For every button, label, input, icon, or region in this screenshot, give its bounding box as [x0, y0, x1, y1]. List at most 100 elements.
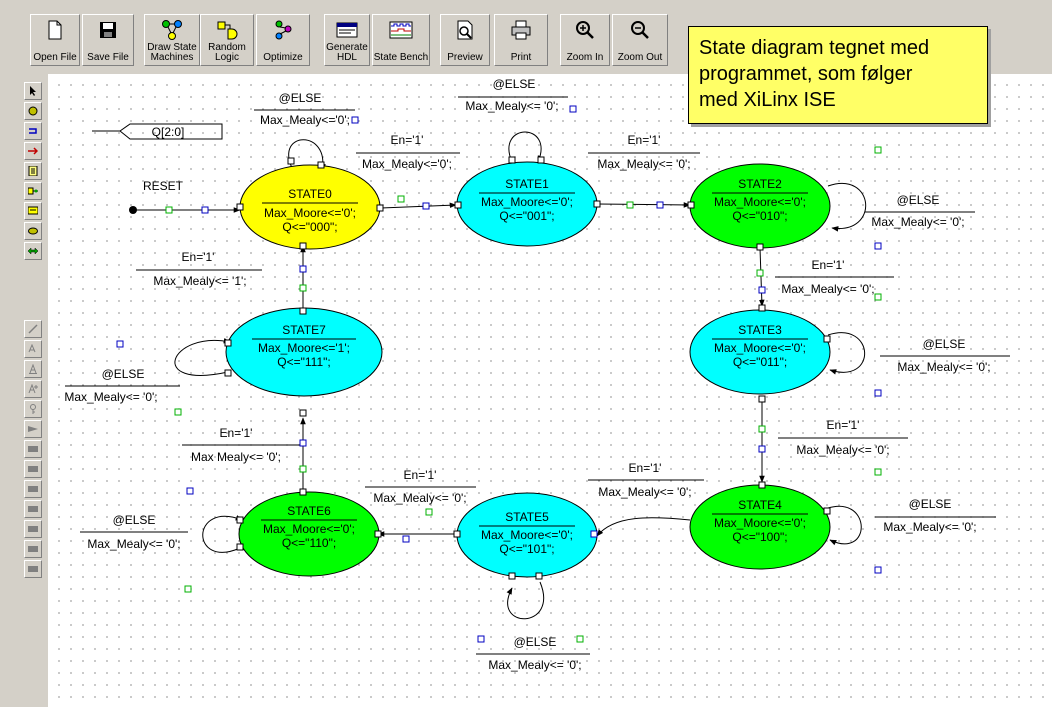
- state-6-q: Q<="110";: [282, 536, 336, 550]
- draw-state-machines-button[interactable]: Draw State Machines: [144, 14, 200, 66]
- gray-tool-3[interactable]: [24, 480, 42, 498]
- label-t45-out: Max_Mealy<= '0';: [598, 485, 691, 499]
- state-7-q: Q<="111";: [277, 355, 330, 369]
- self-loop-state4[interactable]: [827, 505, 862, 546]
- input-port-tool[interactable]: [24, 222, 42, 240]
- key-tool[interactable]: [24, 400, 42, 418]
- transition-state1-state2[interactable]: [596, 202, 691, 208]
- state-2[interactable]: STATE2 Max_Moore<='0'; Q<="010";: [689, 163, 831, 249]
- label-t23-cond: En='1': [812, 258, 845, 272]
- optimize-button[interactable]: Optimize: [256, 14, 310, 66]
- state-6-name: STATE6: [287, 504, 331, 518]
- gray-tool-7[interactable]: [24, 560, 42, 578]
- reset-tool[interactable]: [24, 182, 42, 200]
- state-6[interactable]: STATE6 Max_Moore<='0'; Q<="110";: [238, 491, 380, 577]
- action-tool[interactable]: [24, 162, 42, 180]
- self-loop-state3[interactable]: [827, 332, 866, 375]
- bidirectional-port-tool[interactable]: [24, 242, 42, 260]
- self-loop-state6[interactable]: [202, 515, 243, 553]
- label-s6-else-out: Max_Mealy<= '0';: [87, 537, 180, 551]
- gray-tool-2-icon: [28, 466, 38, 472]
- gray-tool-2[interactable]: [24, 460, 42, 478]
- text-tool[interactable]: [24, 340, 42, 358]
- state-tool[interactable]: [24, 102, 42, 120]
- state-1[interactable]: STATE1 Max_Moore<='0'; Q<="001";: [456, 161, 598, 247]
- save-file-button[interactable]: Save File: [82, 14, 134, 66]
- print-label: Print: [510, 52, 532, 63]
- text-size-tool[interactable]: [24, 380, 42, 398]
- transition-state4-state5[interactable]: [596, 517, 691, 537]
- label-t01-out: Max_Mealy<='0';: [362, 157, 452, 171]
- preview-icon: [457, 20, 473, 40]
- gray-tool-1-icon: [28, 446, 38, 452]
- flag-icon: [28, 426, 38, 432]
- state-0-q: Q<="000";: [282, 220, 337, 234]
- state-7-name: STATE7: [282, 323, 326, 337]
- line-tool-icon: [28, 324, 38, 334]
- random-logic-button[interactable]: Random Logic: [200, 14, 254, 66]
- label-s3-else-out: Max_Mealy<= '0';: [897, 360, 990, 374]
- state-bench-button[interactable]: State Bench: [372, 14, 430, 66]
- select-arrow-icon: [30, 86, 36, 96]
- font-tool[interactable]: [24, 360, 42, 378]
- note-line-1: State diagram tegnet med: [699, 37, 930, 59]
- loopback-tool[interactable]: [24, 142, 42, 160]
- state-3-name: STATE3: [738, 323, 782, 337]
- state-4[interactable]: STATE4 Max_Moore<='0'; Q<="100";: [689, 484, 831, 570]
- line-tool[interactable]: [24, 320, 42, 338]
- open-file-button[interactable]: Open File: [30, 14, 80, 66]
- generate-hdl-label: Generate HDL: [326, 42, 368, 63]
- zoom-in-button[interactable]: Zoom In: [560, 14, 610, 66]
- preview-button[interactable]: Preview: [440, 14, 490, 66]
- label-t34-out: Max_Mealy<= '0';: [796, 443, 889, 457]
- label-s2-else-out: Max_Mealy<= '0';: [871, 215, 964, 229]
- generate-hdl-button[interactable]: Generate HDL: [324, 14, 370, 66]
- flag-tool[interactable]: [24, 420, 42, 438]
- state-5[interactable]: STATE5 Max_Moore<='0'; Q<="101";: [456, 492, 598, 578]
- gray-tool-6[interactable]: [24, 540, 42, 558]
- transition-state2-state3[interactable]: [758, 247, 765, 307]
- self-loop-state0[interactable]: [288, 139, 326, 171]
- generate-hdl-icon: [336, 22, 358, 38]
- gray-tool-5-icon: [28, 526, 38, 532]
- state-0-name: STATE0: [288, 187, 332, 201]
- label-t34-cond: En='1': [827, 418, 860, 432]
- transition-state0-state1[interactable]: [379, 202, 457, 209]
- label-t45-cond: En='1': [629, 461, 662, 475]
- input-port-icon: [28, 227, 38, 235]
- state-2-q: Q<="010";: [732, 209, 787, 223]
- print-button[interactable]: Print: [494, 14, 548, 66]
- label-t70-cond: En='1': [182, 250, 215, 264]
- state-3[interactable]: STATE3 Max_Moore<='0'; Q<="011";: [689, 309, 831, 395]
- output-port[interactable]: Q[2:0]: [92, 123, 223, 140]
- state-7[interactable]: STATE7 Max_Moore<='1'; Q<="111";: [225, 307, 383, 397]
- bidirectional-port-icon: [28, 247, 38, 255]
- select-arrow-tool[interactable]: [24, 82, 42, 100]
- action-tool-icon: [28, 166, 38, 176]
- label-t70-out: Max_Mealy<= '1';: [153, 274, 246, 288]
- self-loop-state1[interactable]: [508, 131, 544, 163]
- self-loop-state7[interactable]: [174, 338, 231, 376]
- zoom-out-button[interactable]: Zoom Out: [612, 14, 668, 66]
- save-file-label: Save File: [87, 52, 129, 63]
- gray-tool-1[interactable]: [24, 440, 42, 458]
- label-s1-else: @ELSE: [493, 77, 536, 91]
- output-port-tool[interactable]: [24, 202, 42, 220]
- state-tool-icon: [28, 106, 38, 116]
- state-1-name: STATE1: [505, 177, 549, 191]
- gray-tool-4[interactable]: [24, 500, 42, 518]
- state-5-q: Q<="101";: [499, 542, 554, 556]
- output-port-icon: [28, 206, 38, 215]
- annotation-note[interactable]: State diagram tegnet med programmet, som…: [688, 26, 988, 124]
- transition-tool[interactable]: [24, 122, 42, 140]
- state-1-q: Q<="001";: [499, 209, 554, 223]
- self-loop-state2[interactable]: [827, 183, 867, 232]
- label-t67-cond: En='1': [220, 426, 253, 440]
- state-4-name: STATE4: [738, 498, 782, 512]
- reset-marker[interactable]: RESET: [129, 179, 241, 214]
- draw-state-machines-label: Draw State Machines: [147, 42, 197, 63]
- state-0[interactable]: STATE0 Max_Moore<='0'; Q<="000";: [239, 164, 381, 250]
- label-t12-cond: En='1': [628, 133, 661, 147]
- self-loop-state5[interactable]: [506, 581, 545, 620]
- gray-tool-5[interactable]: [24, 520, 42, 538]
